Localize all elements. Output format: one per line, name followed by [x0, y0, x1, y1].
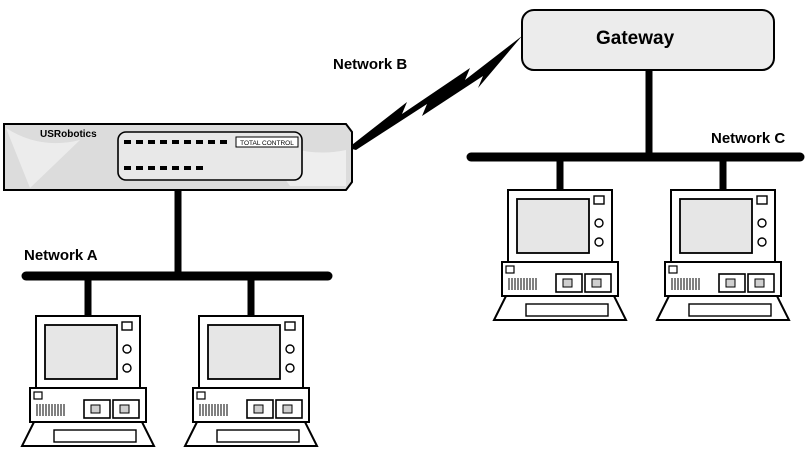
computer-a2	[184, 315, 318, 447]
computer-c1	[493, 189, 627, 321]
computer-a1	[21, 315, 155, 447]
gateway-label: Gateway	[596, 28, 675, 49]
network-b-link	[348, 36, 522, 150]
network-b-label: Network B	[333, 56, 408, 73]
network-c-label: Network C	[711, 130, 786, 147]
router-brand-logo: USRobotics	[40, 129, 97, 140]
router-device: TOTAL CONTROL USRobotics	[3, 123, 353, 191]
computer-c2	[656, 189, 790, 321]
router-model-label: TOTAL CONTROL	[240, 140, 294, 147]
gateway-device	[521, 9, 775, 71]
network-a-label: Network A	[24, 247, 98, 264]
